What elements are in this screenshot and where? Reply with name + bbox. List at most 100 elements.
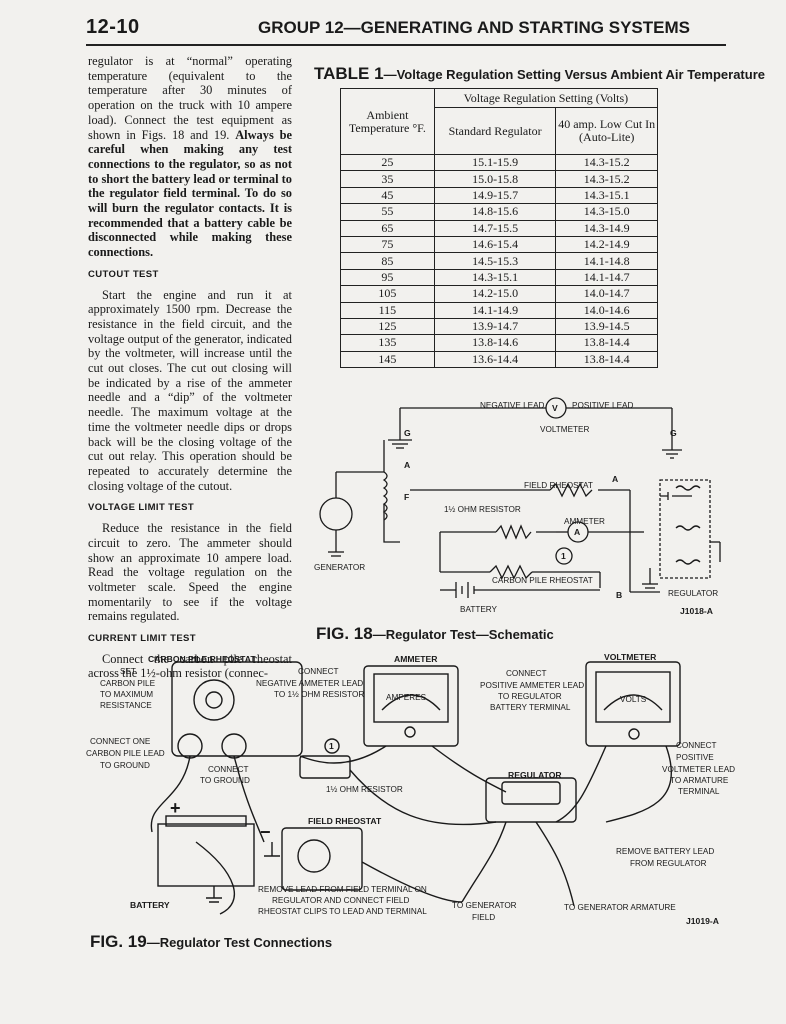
cell-temperature: 105 (340, 285, 435, 303)
label-connect-ammeter: CONNECT NEGATIVE AMMETER LEAD TO 1½ OHM … (256, 667, 364, 699)
fig19-caption-main: FIG. 19 (90, 932, 147, 951)
cell-temperature: 65 (340, 220, 435, 237)
cell-40amp: 14.3-14.9 (555, 220, 658, 237)
cell-standard: 14.2-15.0 (433, 285, 556, 303)
label-v: V (552, 403, 558, 413)
page-number: 12-10 (86, 16, 140, 38)
cell-40amp: 14.1-14.8 (555, 252, 658, 270)
fig19-caption: FIG. 19—Regulator Test Connections (90, 932, 332, 952)
label-a-meter: A (574, 527, 580, 537)
label-one: 1 (561, 551, 566, 561)
intro-paragraph: regulator is at “normal” operating tempe… (88, 54, 292, 260)
connect-pos-line-1: CONNECT (506, 669, 546, 678)
cell-temperature: 115 (340, 302, 435, 319)
field-rheostat-box (281, 827, 363, 891)
generator-symbol (319, 497, 353, 531)
cell-standard: 13.8-14.6 (433, 334, 556, 352)
label-field-rheostat-19: FIELD RHEOSTAT (308, 816, 382, 826)
cell-standard: 13.6-14.4 (433, 351, 556, 369)
group-title: GROUP 12—GENERATING AND STARTING SYSTEMS (258, 18, 690, 37)
cell-40amp: 14.1-14.7 (555, 269, 658, 287)
fig18-code: J1018-A (680, 606, 713, 616)
connect-amm-line-3: TO 1½ OHM RESISTOR (274, 690, 364, 699)
table-title-main: TABLE 1 (314, 64, 384, 83)
label-remove-battery: REMOVE BATTERY LEAD FROM REGULATOR (616, 847, 714, 868)
connect-volt-line-1: CONNECT (676, 741, 716, 750)
cell-temperature: 85 (340, 252, 435, 270)
label-regulator: REGULATOR (668, 589, 718, 598)
remove-battery-line-2: FROM REGULATOR (630, 859, 707, 868)
cell-standard: 14.5-15.3 (433, 252, 556, 270)
fig19-connections: CARBON PILE RHEOSTAT AMMETER VOLTMETER A… (86, 652, 735, 926)
label-regulator-19: REGULATOR (508, 770, 562, 780)
cell-standard: 15.0-15.8 (433, 170, 556, 188)
col-header-group: Voltage Regulation Setting (Volts) (433, 88, 658, 108)
cell-40amp: 14.0-14.6 (555, 302, 658, 319)
label-battery: BATTERY (460, 605, 498, 614)
cell-temperature: 25 (340, 154, 435, 172)
label-generator: GENERATOR (314, 563, 365, 572)
label-connect-positive: CONNECT POSITIVE AMMETER LEAD TO REGULAT… (480, 669, 584, 712)
cell-40amp: 14.3-15.1 (555, 187, 658, 205)
label-to-gen-field: TO GENERATOR FIELD (452, 901, 517, 922)
voltage-limit-text: Reduce the resistance in the field circu… (88, 521, 292, 624)
cell-temperature: 145 (340, 351, 435, 369)
cell-temperature: 55 (340, 203, 435, 221)
label-battery-19: BATTERY (130, 900, 170, 910)
label-voltmeter: VOLTMETER (540, 425, 590, 434)
label-remove-field: REMOVE LEAD FROM FIELD TERMINAL ON REGUL… (258, 885, 427, 916)
cell-temperature: 35 (340, 170, 435, 188)
connect-amm-line-2: NEGATIVE AMMETER LEAD (256, 679, 363, 688)
fig18-caption-main: FIG. 18 (316, 624, 373, 643)
cell-temperature: 75 (340, 236, 435, 254)
label-b: B (616, 590, 622, 600)
connect-amm-line-1: CONNECT (298, 667, 338, 676)
fig19-labels: CARBON PILE RHEOSTAT AMMETER VOLTMETER A… (86, 652, 735, 926)
label-minus: − (260, 822, 271, 842)
voltage-limit-heading: VOLTAGE LIMIT TEST (88, 502, 195, 514)
label-ammeter: AMMETER (564, 517, 605, 526)
cell-temperature: 125 (340, 318, 435, 336)
label-connect-ground: CONNECT TO GROUND (200, 765, 250, 785)
label-volts: VOLTS (620, 695, 647, 704)
label-positive-lead: POSITIVE LEAD (572, 401, 634, 410)
remove-field-line-1: REMOVE LEAD FROM FIELD TERMINAL ON (258, 885, 427, 894)
label-ohm-resistor-19: 1½ OHM RESISTOR (326, 785, 403, 794)
carbon-pile-box (171, 661, 303, 757)
connect-pos-line-4: BATTERY TERMINAL (490, 703, 571, 712)
label-ohm-resistor: 1½ OHM RESISTOR (444, 505, 521, 514)
label-carbon-pile-rheostat: CARBON PILE RHEOSTAT (148, 654, 256, 664)
remove-field-line-2: REGULATOR AND CONNECT FIELD (272, 896, 409, 905)
label-set-carbon: SET CARBON PILE TO MAXIMUM RESISTANCE (100, 667, 156, 710)
remove-field-line-3: RHEOSTAT CLIPS TO LEAD AND TERMINAL (258, 907, 427, 916)
table-title: TABLE 1—Voltage Regulation Setting Versu… (314, 64, 765, 84)
current-limit-heading: CURRENT LIMIT TEST (88, 633, 196, 645)
connect-ground-line-1: CONNECT (208, 765, 248, 774)
set-carbon-line-2: CARBON PILE (100, 679, 156, 688)
battery-box (157, 823, 255, 887)
voltmeter-box (585, 661, 681, 747)
cell-40amp: 14.0-14.7 (555, 285, 658, 303)
label-g-left: G (404, 428, 411, 438)
label-field-rheostat: FIELD RHEOSTAT (524, 481, 593, 490)
voltage-regulation-table: Ambient Temperature °F. Voltage Regulati… (340, 88, 658, 369)
col-header-40amp: 40 amp. Low Cut In (Auto-Lite) (555, 107, 658, 155)
connect-one-line-2: CARBON PILE LEAD (86, 749, 165, 758)
label-g-right: G (670, 428, 677, 438)
remove-battery-line-1: REMOVE BATTERY LEAD (616, 847, 714, 856)
cell-standard: 14.6-15.4 (433, 236, 556, 254)
fig19-caption-sub: —Regulator Test Connections (146, 935, 333, 950)
cell-standard: 15.1-15.9 (433, 154, 556, 172)
cell-temperature: 135 (340, 334, 435, 352)
connect-pos-line-2: POSITIVE AMMETER LEAD (480, 681, 584, 690)
col-header-ambient: Ambient Temperature °F. (340, 88, 435, 155)
ammeter-box (363, 665, 459, 747)
caution-text: Always be careful when making any test c… (88, 127, 292, 260)
cell-40amp: 14.2-14.9 (555, 236, 658, 254)
